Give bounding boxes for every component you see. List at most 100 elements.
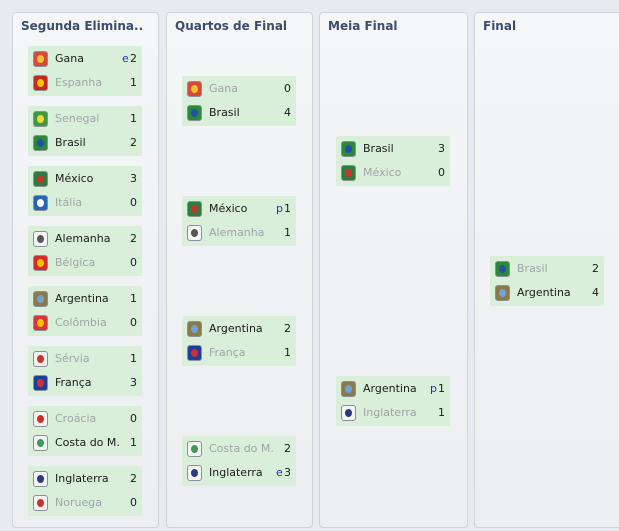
team-name[interactable]: Argentina bbox=[517, 286, 571, 299]
crest-emblem bbox=[37, 379, 44, 387]
team-name[interactable]: Gana bbox=[55, 52, 84, 65]
team-name[interactable]: Itália bbox=[55, 196, 83, 209]
team-name[interactable]: Espanha bbox=[55, 76, 103, 89]
england-flag-icon bbox=[33, 471, 48, 487]
crest-emblem bbox=[37, 259, 44, 267]
team-score: 3 bbox=[130, 172, 137, 185]
team-score: 0 bbox=[130, 496, 137, 509]
belgium-flag-icon bbox=[33, 255, 48, 271]
team-score: 1 bbox=[438, 406, 445, 419]
team-row[interactable]: Argentina 1 bbox=[28, 287, 142, 311]
team-row[interactable]: Alemanha 1 bbox=[182, 221, 296, 245]
germany-flag-icon bbox=[187, 225, 202, 241]
argentina-flag-icon bbox=[341, 381, 356, 397]
team-score: 1 bbox=[284, 202, 291, 215]
result-note: p bbox=[276, 202, 283, 215]
team-name[interactable]: Argentina bbox=[363, 382, 417, 395]
team-name[interactable]: Costa do M.. bbox=[209, 442, 273, 455]
team-name[interactable]: Senegal bbox=[55, 112, 100, 125]
team-score: 0 bbox=[130, 256, 137, 269]
team-score: 3 bbox=[284, 466, 291, 479]
norway-flag-icon bbox=[33, 495, 48, 511]
team-row[interactable]: México 3 bbox=[28, 167, 142, 191]
team-name[interactable]: Alemanha bbox=[209, 226, 265, 239]
team-row[interactable]: Inglaterra 2 bbox=[28, 467, 142, 491]
team-name[interactable]: Brasil bbox=[209, 106, 240, 119]
brazil-flag-icon bbox=[341, 141, 356, 157]
team-row[interactable]: Bélgica 0 bbox=[28, 251, 142, 275]
team-name[interactable]: Inglaterra bbox=[209, 466, 263, 479]
team-row[interactable]: Inglaterra 1 bbox=[336, 401, 450, 425]
team-name[interactable]: México bbox=[209, 202, 248, 215]
team-name[interactable]: Brasil bbox=[517, 262, 548, 275]
team-score: 2 bbox=[130, 472, 137, 485]
team-name[interactable]: México bbox=[363, 166, 402, 179]
crest-emblem bbox=[191, 469, 198, 477]
team-name[interactable]: Argentina bbox=[55, 292, 109, 305]
team-name[interactable]: Brasil bbox=[363, 142, 394, 155]
team-name[interactable]: França bbox=[55, 376, 92, 389]
team-row[interactable]: Noruega 0 bbox=[28, 491, 142, 515]
team-score: 1 bbox=[130, 436, 137, 449]
crest-emblem bbox=[37, 355, 44, 363]
team-name[interactable]: Argentina bbox=[209, 322, 263, 335]
team-score: 1 bbox=[130, 292, 137, 305]
team-row[interactable]: Costa do M..2 bbox=[182, 437, 296, 461]
team-name[interactable]: França bbox=[209, 346, 246, 359]
team-name[interactable]: Inglaterra bbox=[363, 406, 417, 419]
mexico-flag-icon bbox=[341, 165, 356, 181]
team-name[interactable]: Noruega bbox=[55, 496, 102, 509]
serbia-flag-icon bbox=[33, 351, 48, 367]
team-name[interactable]: Croácia bbox=[55, 412, 97, 425]
team-name[interactable]: Costa do M.. bbox=[55, 436, 119, 449]
team-name[interactable]: Sérvia bbox=[55, 352, 90, 365]
team-score: 1 bbox=[284, 226, 291, 239]
team-row[interactable]: Costa do M.. 1 bbox=[28, 431, 142, 455]
team-name[interactable]: Inglaterra bbox=[55, 472, 109, 485]
team-name[interactable]: Colômbia bbox=[55, 316, 107, 329]
team-name[interactable]: Alemanha bbox=[55, 232, 111, 245]
team-name[interactable]: Bélgica bbox=[55, 256, 96, 269]
team-name[interactable]: México bbox=[55, 172, 94, 185]
team-name[interactable]: Brasil bbox=[55, 136, 86, 149]
team-name[interactable]: Gana bbox=[209, 82, 238, 95]
team-score: 1 bbox=[438, 382, 445, 395]
